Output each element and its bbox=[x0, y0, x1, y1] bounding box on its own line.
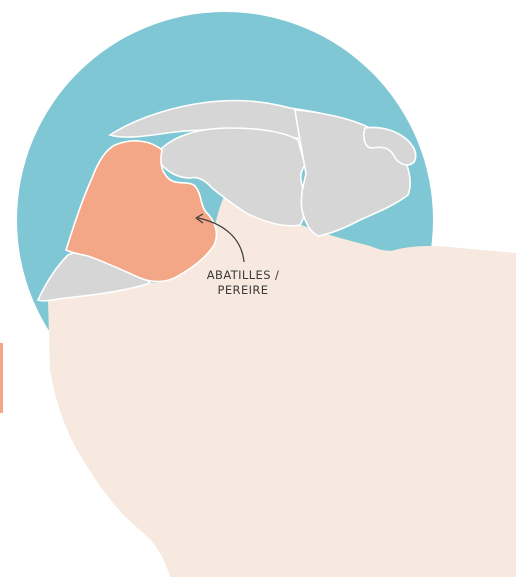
district-label-line-1: ABATILLES / bbox=[183, 268, 303, 283]
district-label-line-2: PEREIRE bbox=[183, 283, 303, 298]
side-mark bbox=[0, 343, 3, 413]
highlighted-district-label: ABATILLES / PEREIRE bbox=[183, 268, 303, 298]
